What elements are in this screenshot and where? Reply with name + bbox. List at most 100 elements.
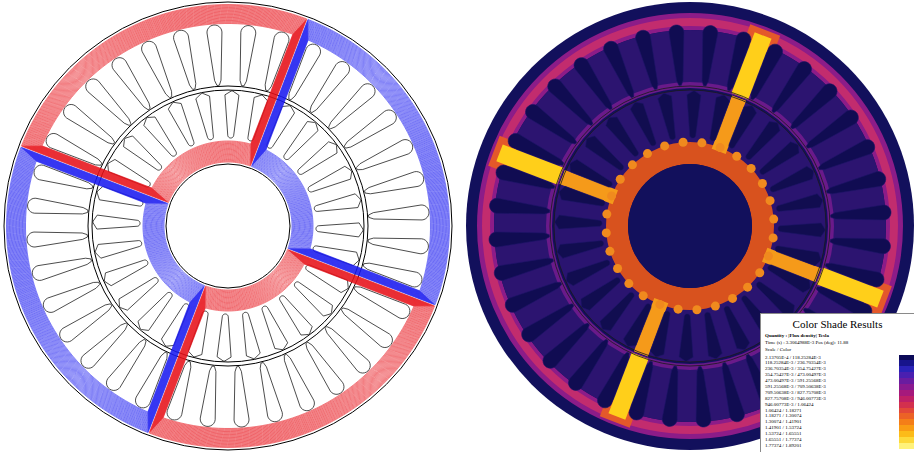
tooth-root-spot [747, 164, 756, 173]
flux-line [158, 258, 423, 436]
tooth-root-spot [607, 191, 616, 200]
rotor-slot [243, 312, 261, 358]
stator-slot [574, 58, 612, 110]
stator-flux-path [731, 32, 771, 99]
rotor-slot [555, 215, 602, 229]
stator-slot [112, 58, 150, 110]
tooth-root-spot [605, 247, 614, 256]
flux-line [156, 256, 425, 438]
stator-slot [662, 366, 678, 426]
stator-slot [174, 30, 196, 89]
legend-row: 118.25284E-3 / 236.70354E-3 [765, 360, 914, 366]
flux-line [26, 161, 191, 412]
legend-range: 591.25568E-3 / 709.50638E-3 [765, 384, 914, 390]
tooth-root-spot [743, 283, 752, 292]
tooth-root-spot [616, 175, 625, 184]
legend-row: 591.25568E-3 / 709.50638E-3 [765, 384, 914, 390]
rotor-slot [280, 296, 313, 335]
rotor-slot [144, 117, 177, 156]
legend-range: 1.53724 / 1.65551 [765, 431, 914, 437]
rotor-slot [760, 142, 799, 175]
rotor-slot [314, 194, 360, 212]
legend-row: 1.41901 / 1.53724 [765, 425, 914, 431]
rotor-slot [138, 292, 172, 330]
rotor-slot [658, 93, 676, 139]
stator-slot [207, 25, 222, 85]
rotor-slot [705, 312, 723, 358]
flux-line [158, 259, 421, 436]
rotor-slot [298, 142, 337, 175]
rotor-slot [93, 215, 140, 229]
flux-line [163, 264, 414, 429]
rotor-slot [586, 136, 624, 170]
rotor-slot [630, 102, 656, 146]
rotor-slot [687, 91, 701, 138]
stator-slot [669, 25, 684, 85]
legend-range: 1.41901 / 1.53724 [765, 425, 914, 431]
tooth-root-spot [602, 210, 611, 219]
stator-slot [636, 30, 658, 89]
tooth-root-spot [655, 300, 664, 309]
legend-range: 1.18271 / 1.30074 [765, 413, 914, 419]
stator-slot [284, 354, 314, 410]
stator-slot [722, 363, 744, 422]
flux-line [20, 157, 194, 418]
flux-line [157, 258, 423, 437]
flux-line [22, 158, 193, 416]
legend-row: 1.77374 / 1.89201 [765, 443, 914, 449]
stator-slot [27, 232, 87, 247]
legend-info: Time (s) : 3.3064988E-3 Pos (deg): 11.88 [765, 340, 914, 347]
flux-line [154, 254, 428, 441]
flux-line [22, 159, 192, 415]
legend-row: 473.00497E-3 / 591.25568E-3 [765, 378, 914, 384]
stator-flux-path [496, 144, 563, 184]
tooth-root-spot [758, 179, 767, 188]
flux-line [161, 262, 416, 431]
stator-slot [325, 327, 370, 373]
tooth-root-spot [692, 305, 701, 314]
legend-range: 946.00773E-3 / 1.06424 [765, 402, 914, 408]
stator-slot [831, 205, 891, 220]
rotor-slot [581, 278, 620, 311]
legend-info: Quantity : |Flux density| Tesla [765, 333, 914, 340]
rotor-slot [770, 166, 814, 192]
flux-line [37, 19, 296, 192]
rotor-slot [724, 306, 750, 350]
flux-line [21, 158, 194, 417]
stator-slot [240, 26, 256, 86]
rotor-slot [570, 159, 612, 187]
tooth-root-spot [639, 291, 648, 300]
tooth-root-spot [732, 152, 741, 161]
legend-row: 1.53724 / 1.65551 [765, 431, 914, 437]
stator-slot [86, 79, 131, 125]
legend-row: 709.50638E-3 / 827.75708E-3 [765, 390, 914, 396]
flux-line [24, 160, 191, 414]
tooth-root-spot [697, 138, 706, 147]
flux-line [39, 20, 295, 190]
flux-line [150, 251, 433, 446]
legend-row: 2.13705E-4 / 118.25284E-3 [765, 355, 914, 361]
flux-line [42, 24, 293, 189]
flux-line [35, 17, 297, 192]
flux-line [153, 253, 430, 443]
rotor-slot [746, 122, 780, 160]
legend-range: 118.25284E-3 / 236.70354E-3 [765, 360, 914, 366]
flux-line [159, 260, 420, 434]
stator-slot [368, 238, 428, 254]
tooth-root-spot [728, 294, 737, 303]
legend-range: 1.30074 / 1.41901 [765, 419, 914, 425]
flux-line [7, 147, 205, 432]
tooth-root-spot [679, 138, 688, 147]
tooth-root-spot [660, 141, 669, 150]
tooth-root-spot [764, 252, 773, 261]
legend-range: 709.50638E-3 / 827.75708E-3 [765, 390, 914, 396]
color-swatch [899, 443, 914, 449]
rotor-slot [729, 106, 757, 148]
stator-slot [696, 367, 711, 427]
stator-slot [260, 363, 282, 422]
legend-scale: 2.13705E-4 / 118.25284E-3118.25284E-3 / … [765, 355, 914, 449]
tooth-root-spot [624, 279, 633, 288]
legend-info: Scale / Color [765, 347, 914, 354]
flux-line [155, 256, 425, 439]
rotor-slot [650, 311, 670, 357]
